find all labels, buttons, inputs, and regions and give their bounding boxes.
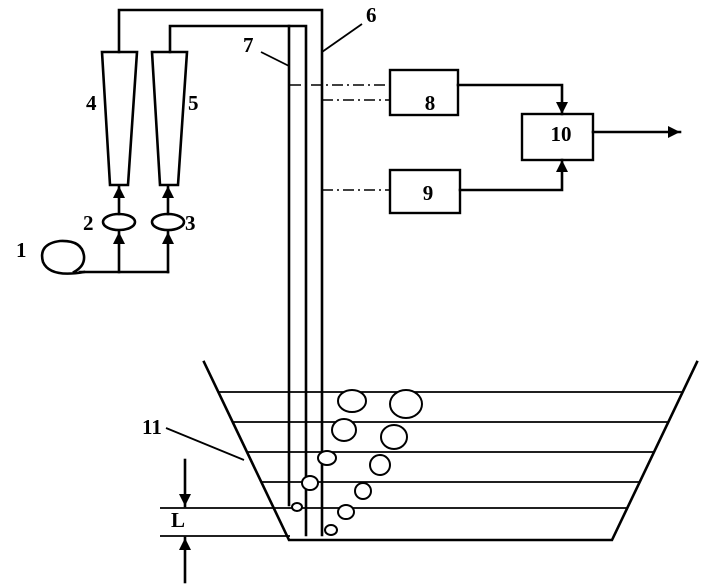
leader-6 (321, 23, 363, 53)
box-8 (388, 68, 460, 117)
bubble (380, 424, 408, 450)
leader-11 (165, 427, 245, 461)
label-8: 8 (425, 91, 436, 115)
bubble (337, 389, 367, 413)
bubble (301, 475, 319, 491)
label-11: 11 (142, 415, 162, 439)
label-2: 2 (83, 211, 94, 235)
label-4: 4 (86, 91, 97, 115)
bubble (337, 504, 355, 520)
label-7: 7 (243, 33, 254, 57)
valve-2 (101, 212, 137, 232)
arrow-8-to-10 (456, 83, 568, 116)
bubble (324, 524, 338, 536)
label-3: 3 (185, 211, 196, 235)
bubble (389, 389, 423, 419)
bubble (331, 418, 357, 442)
label-6: 6 (366, 3, 377, 27)
label-L: L (171, 508, 185, 532)
label-10: 10 (551, 122, 572, 146)
bubble (369, 454, 391, 476)
label-9: 9 (423, 181, 434, 205)
flowmeter-5 (150, 50, 189, 187)
label-5: 5 (188, 91, 199, 115)
box-9 (388, 168, 462, 215)
valve-3 (150, 212, 186, 232)
arrow-9-to-10 (458, 158, 568, 192)
flowmeter-4 (100, 50, 139, 187)
label-1: 1 (16, 238, 27, 262)
leader-7 (260, 51, 290, 67)
tube-shared-wall (168, 24, 308, 537)
bubble (354, 482, 372, 500)
bubble (291, 502, 303, 512)
vessel-11 (202, 360, 699, 542)
tube-6-outer-wall (117, 8, 324, 537)
gas-source-coil (40, 239, 86, 275)
bubble (317, 450, 337, 466)
